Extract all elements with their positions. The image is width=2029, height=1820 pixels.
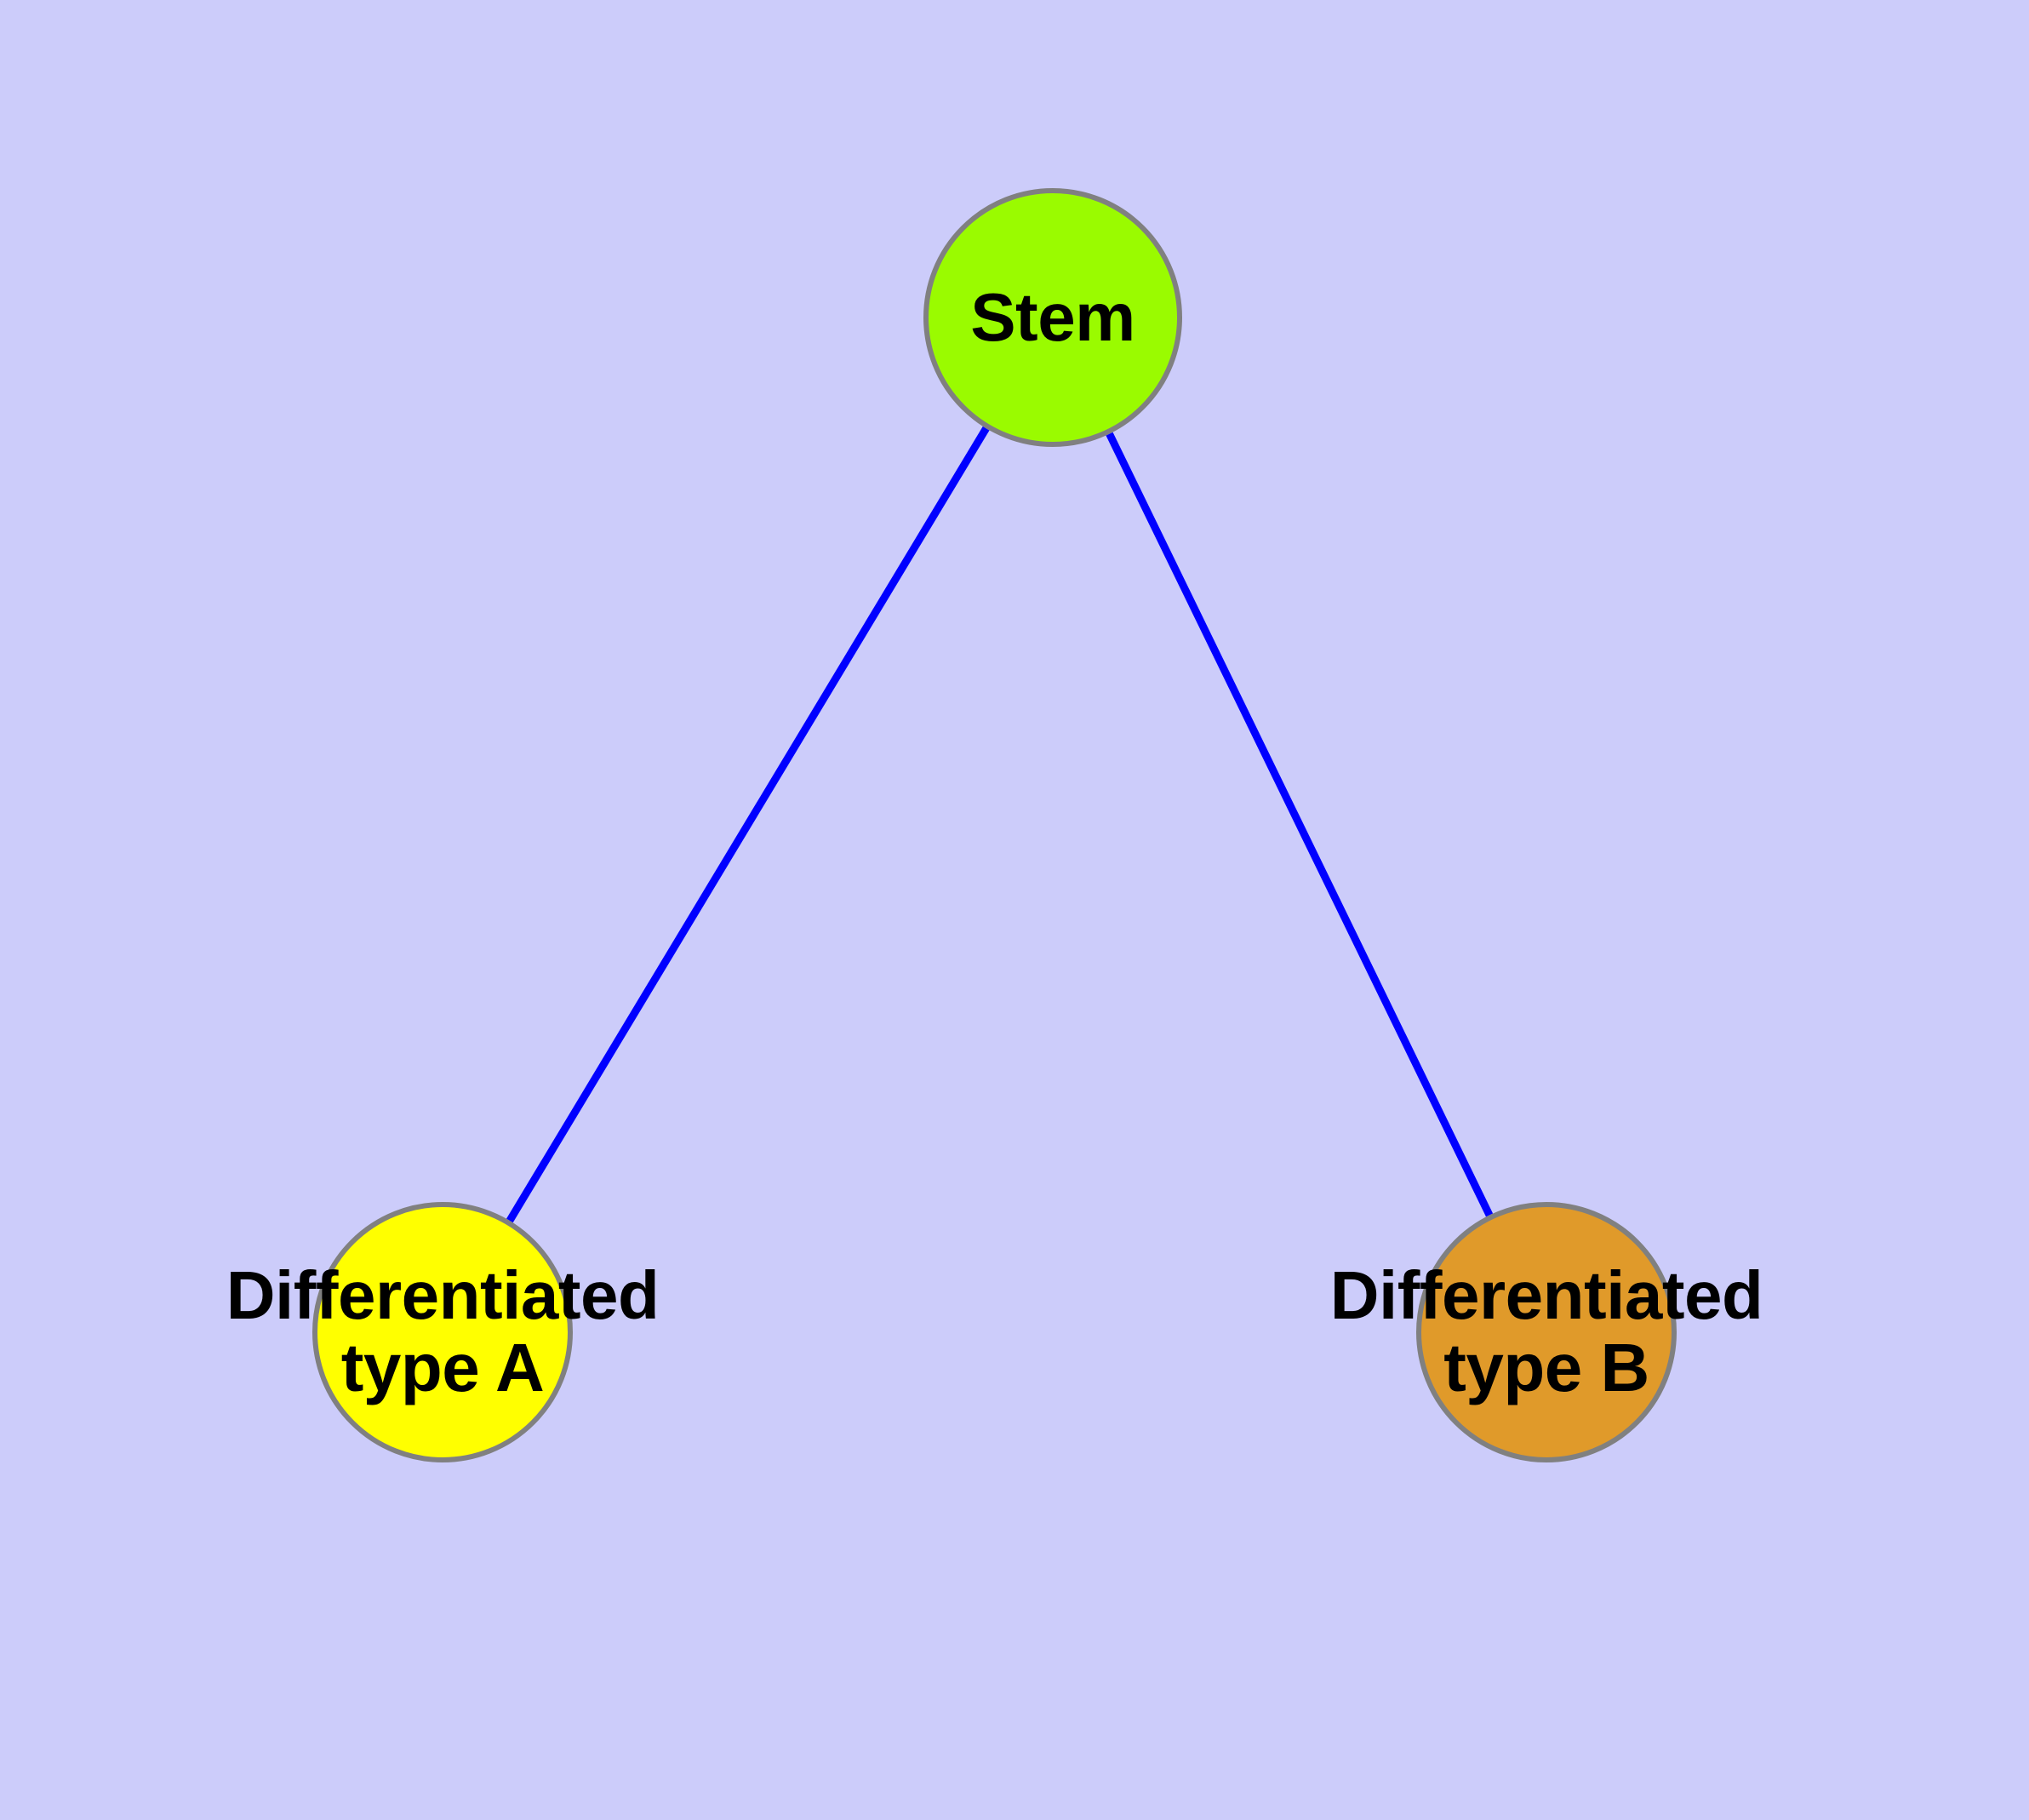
node-layer	[312, 188, 1677, 1462]
graph-node-stem[interactable]	[923, 188, 1182, 447]
edge-layer	[506, 426, 1494, 1223]
graph-edge-stem-diff_a	[506, 426, 990, 1223]
graph-node-diff_a[interactable]	[312, 1202, 573, 1462]
graph-edge-stem-diff_b	[1106, 432, 1494, 1217]
graph-node-diff_b[interactable]	[1416, 1202, 1677, 1462]
